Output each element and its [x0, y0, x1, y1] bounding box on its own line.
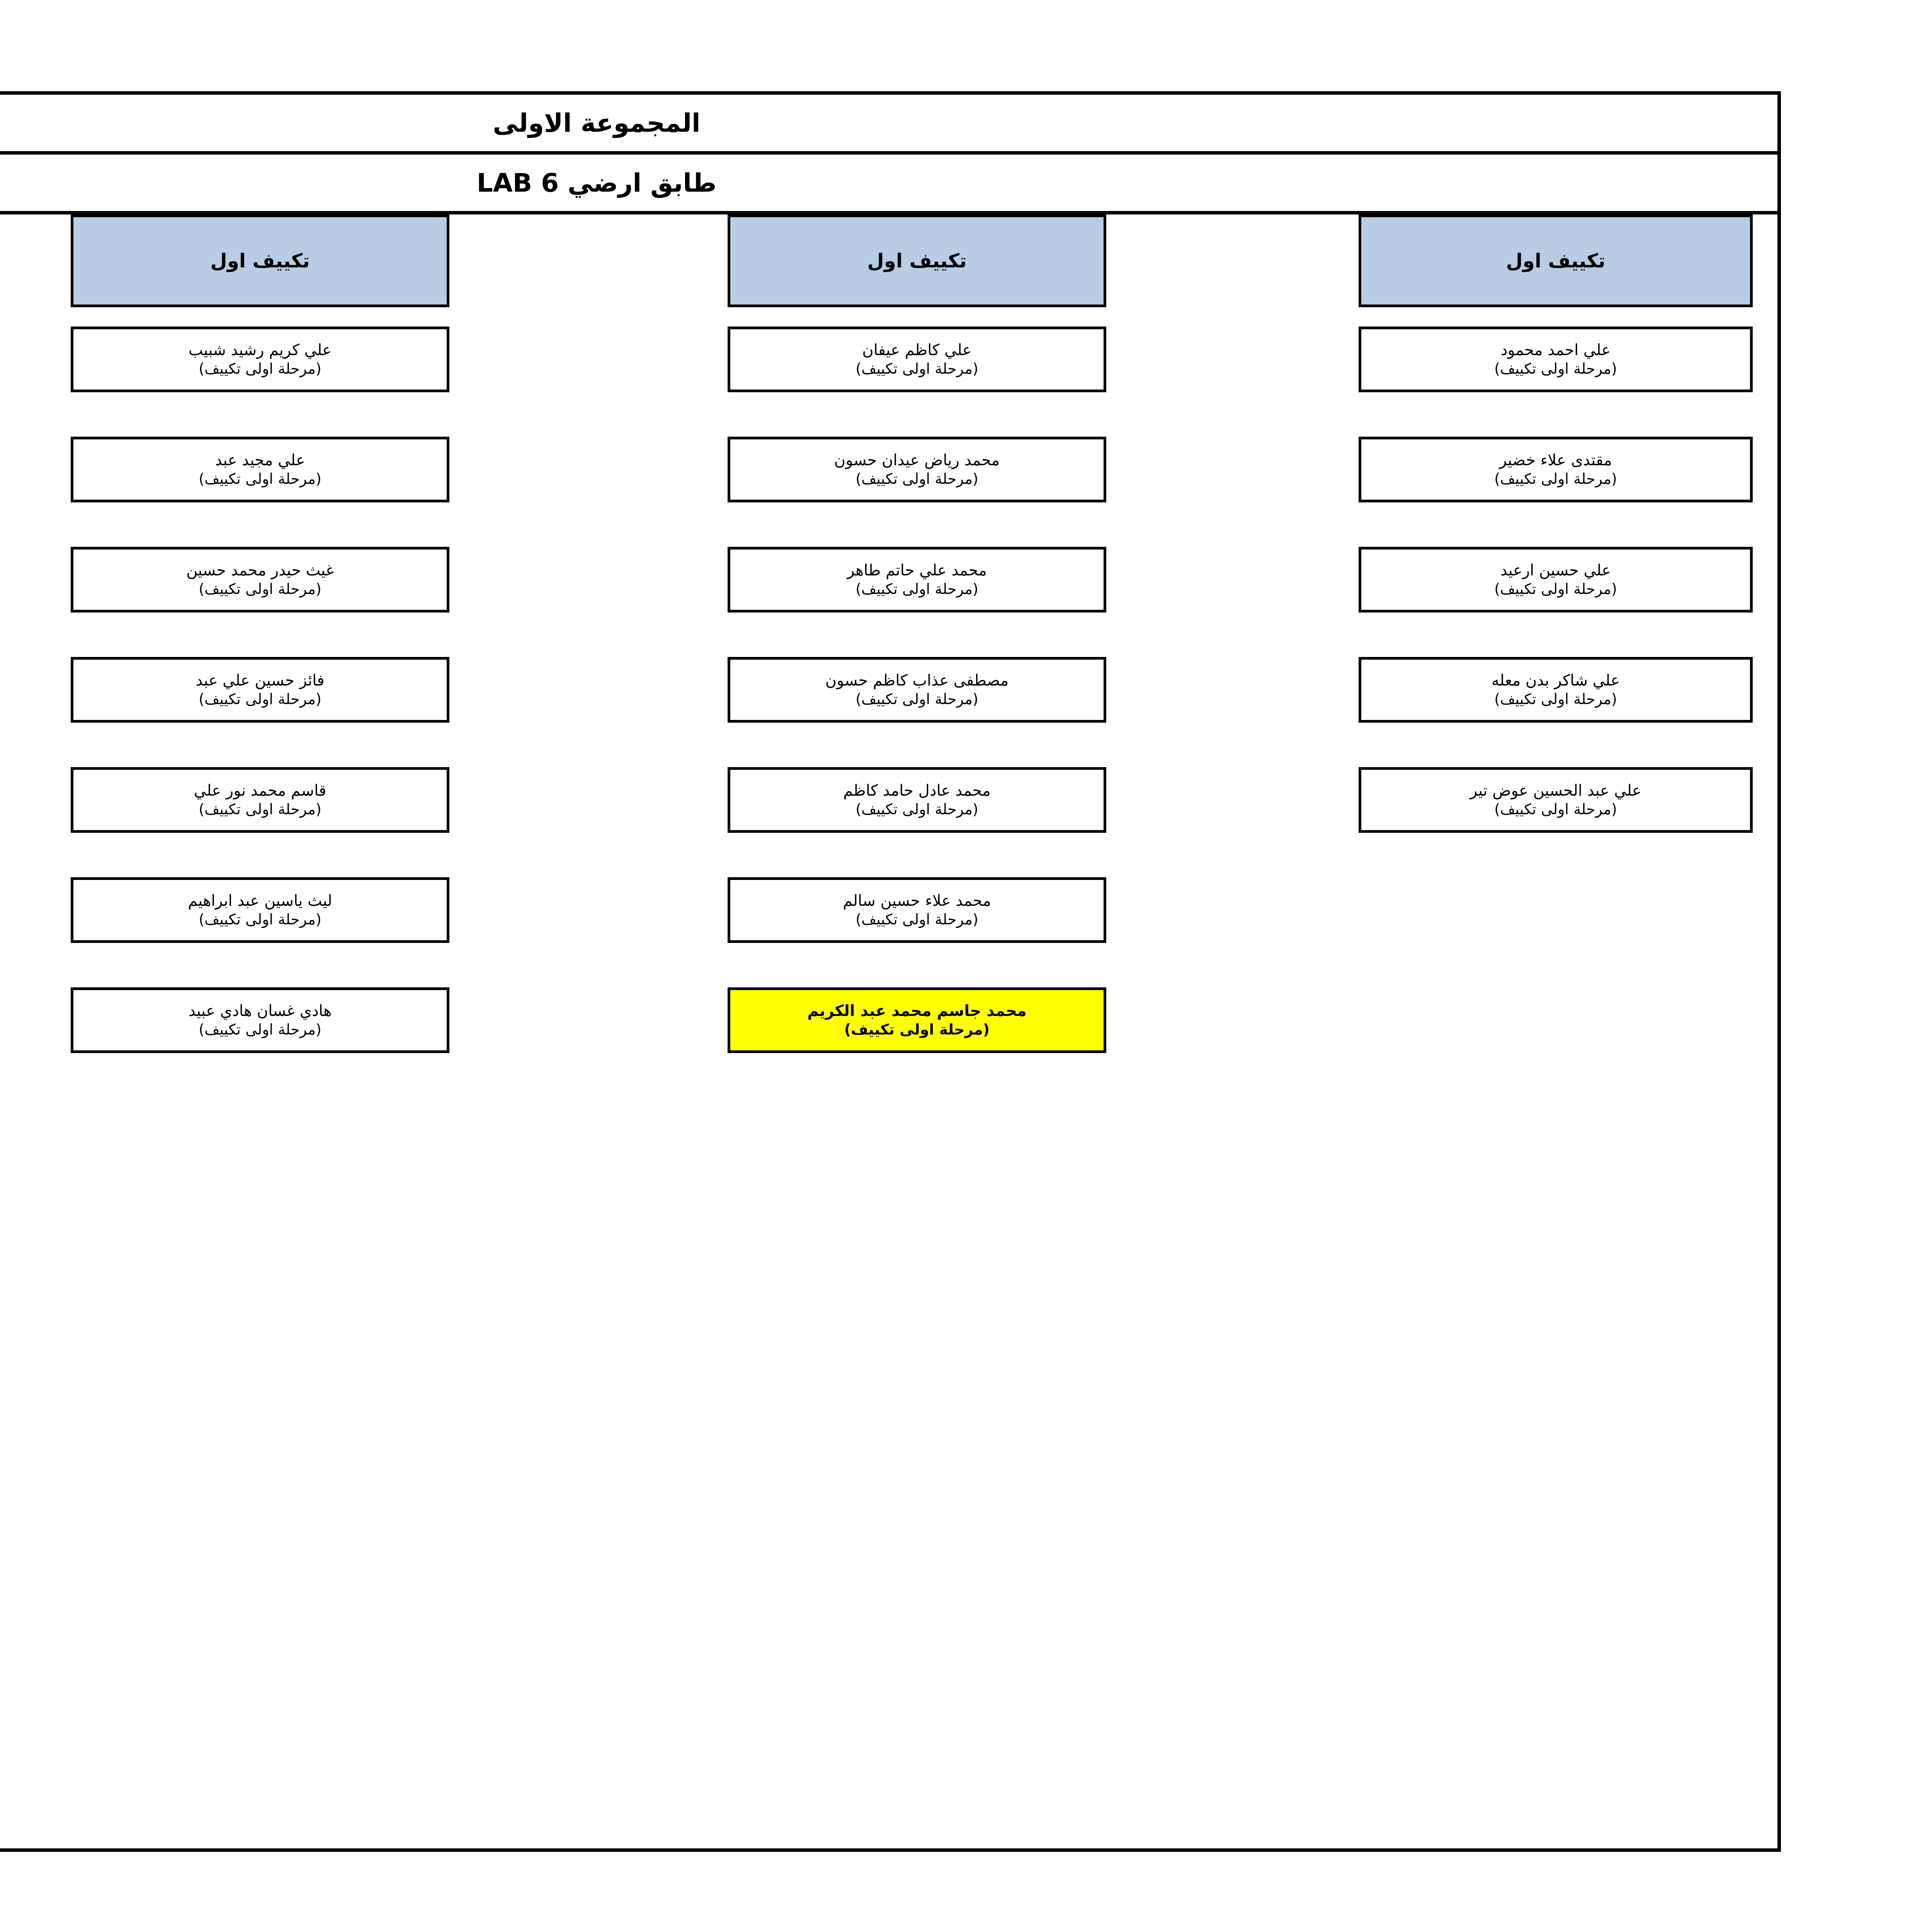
row-spacer: [1359, 502, 1753, 547]
student-stage: (مرحلة اولى تكييف): [1494, 470, 1617, 488]
floor-lab-subtitle: طابق ارضي LAB 6: [0, 155, 1777, 214]
student-name: علي احمد محمود: [1500, 341, 1611, 359]
row-spacer: [71, 392, 449, 437]
student-cell-highlighted[interactable]: محمد جاسم محمد عبد الكريم(مرحلة اولى تكي…: [728, 987, 1106, 1053]
row-spacer: [728, 943, 1106, 987]
student-stage: (مرحلة اولى تكييف): [844, 1021, 990, 1038]
row-spacer: [71, 613, 449, 657]
student-name: غيث حيدر محمد حسين: [186, 562, 334, 580]
student-name: علي عبد الحسين عوض تير: [1470, 782, 1641, 800]
student-stage: (مرحلة اولى تكييف): [199, 580, 321, 598]
student-cell[interactable]: علي احمد محمود(مرحلة اولى تكييف): [1359, 327, 1753, 392]
student-name: محمد علاء حسين سالم: [843, 892, 991, 910]
student-stage: (مرحلة اولى تكييف): [199, 360, 321, 378]
student-cell[interactable]: فائز حسين علي عبد(مرحلة اولى تكييف): [71, 657, 449, 723]
columns-grid: تكييف ثالثواثق عباس عبد زيد(مرحلة ثالثة …: [0, 214, 1777, 1848]
row-spacer: [728, 723, 1106, 767]
student-cell[interactable]: محمد رياض عيدان حسون(مرحلة اولى تكييف): [728, 437, 1106, 502]
student-cell[interactable]: محمد عادل حامد كاظم(مرحلة اولى تكييف): [728, 767, 1106, 833]
row-spacer: [728, 307, 1106, 327]
student-cell[interactable]: علي حسين ارعيد(مرحلة اولى تكييف): [1359, 547, 1753, 613]
student-stage: (مرحلة اولى تكييف): [855, 911, 978, 928]
column-header-2: تكييف اول: [71, 214, 449, 307]
student-name: محمد رياض عيدان حسون: [834, 451, 1000, 470]
student-name: محمد علي حاتم طاهر: [847, 562, 987, 580]
column-header-4: تكييف اول: [1359, 214, 1753, 307]
row-spacer: [728, 613, 1106, 657]
student-cell[interactable]: هادي غسان هادي عبيد(مرحلة اولى تكييف): [71, 987, 449, 1053]
student-name: علي شاكر بدن معله: [1491, 672, 1620, 690]
student-name: علي كريم رشيد شبيب: [188, 341, 332, 359]
student-name: مقتدى علاء خضير: [1499, 451, 1612, 470]
row-spacer: [71, 943, 449, 987]
student-stage: (مرحلة اولى تكييف): [199, 911, 321, 928]
student-cell[interactable]: قاسم محمد نور علي(مرحلة اولى تكييف): [71, 767, 449, 833]
student-name: هادي غسان هادي عبيد: [188, 1002, 332, 1020]
row-spacer: [1359, 613, 1753, 657]
row-spacer: [71, 502, 449, 547]
student-stage: (مرحلة اولى تكييف): [855, 691, 978, 708]
student-cell[interactable]: علي شاكر بدن معله(مرحلة اولى تكييف): [1359, 657, 1753, 723]
row-spacer: [728, 502, 1106, 547]
student-name: محمد جاسم محمد عبد الكريم: [807, 1002, 1027, 1020]
student-cell[interactable]: مصطفى عذاب كاظم حسون(مرحلة اولى تكييف): [728, 657, 1106, 723]
student-cell[interactable]: علي مجيد عبد(مرحلة اولى تكييف): [71, 437, 449, 502]
page-title: المجموعة الاولى: [0, 95, 1777, 155]
seating-chart-sheet: المجموعة الاولى طابق ارضي LAB 6 تكييف ثا…: [0, 91, 1781, 1852]
student-stage: (مرحلة اولى تكييف): [1494, 360, 1617, 378]
student-stage: (مرحلة اولى تكييف): [199, 1021, 321, 1038]
row-spacer: [728, 833, 1106, 877]
student-stage: (مرحلة اولى تكييف): [855, 470, 978, 488]
student-cell[interactable]: ليث ياسين عبد ابراهيم(مرحلة اولى تكييف): [71, 877, 449, 943]
student-name: فائز حسين علي عبد: [196, 672, 325, 690]
row-spacer: [1359, 307, 1753, 327]
student-cell[interactable]: محمد علي حاتم طاهر(مرحلة اولى تكييف): [728, 547, 1106, 613]
row-spacer: [71, 833, 449, 877]
student-stage: (مرحلة اولى تكييف): [1494, 801, 1617, 818]
student-stage: (مرحلة اولى تكييف): [199, 801, 321, 818]
student-stage: (مرحلة اولى تكييف): [199, 470, 321, 488]
student-stage: (مرحلة اولى تكييف): [199, 691, 321, 708]
student-stage: (مرحلة اولى تكييف): [855, 360, 978, 378]
student-stage: (مرحلة اولى تكييف): [1494, 580, 1617, 598]
student-cell[interactable]: علي عبد الحسين عوض تير(مرحلة اولى تكييف): [1359, 767, 1753, 833]
student-name: محمد عادل حامد كاظم: [843, 782, 991, 800]
student-cell[interactable]: علي كاظم عيفان(مرحلة اولى تكييف): [728, 327, 1106, 392]
student-cell[interactable]: مقتدى علاء خضير(مرحلة اولى تكييف): [1359, 437, 1753, 502]
column-header-3: تكييف اول: [728, 214, 1106, 307]
student-cell[interactable]: محمد علاء حسين سالم(مرحلة اولى تكييف): [728, 877, 1106, 943]
student-stage: (مرحلة اولى تكييف): [1494, 691, 1617, 708]
row-spacer: [71, 307, 449, 327]
student-name: مصطفى عذاب كاظم حسون: [825, 672, 1009, 690]
student-name: علي حسين ارعيد: [1500, 562, 1611, 580]
student-name: ليث ياسين عبد ابراهيم: [188, 892, 332, 910]
row-spacer: [728, 392, 1106, 437]
student-name: قاسم محمد نور علي: [194, 782, 327, 800]
row-spacer: [71, 723, 449, 767]
student-cell[interactable]: غيث حيدر محمد حسين(مرحلة اولى تكييف): [71, 547, 449, 613]
student-stage: (مرحلة اولى تكييف): [855, 801, 978, 818]
row-spacer: [1359, 723, 1753, 767]
row-spacer: [1359, 392, 1753, 437]
student-stage: (مرحلة اولى تكييف): [855, 580, 978, 598]
student-name: علي كاظم عيفان: [862, 341, 972, 359]
student-cell[interactable]: علي كريم رشيد شبيب(مرحلة اولى تكييف): [71, 327, 449, 392]
student-name: علي مجيد عبد: [215, 451, 305, 470]
